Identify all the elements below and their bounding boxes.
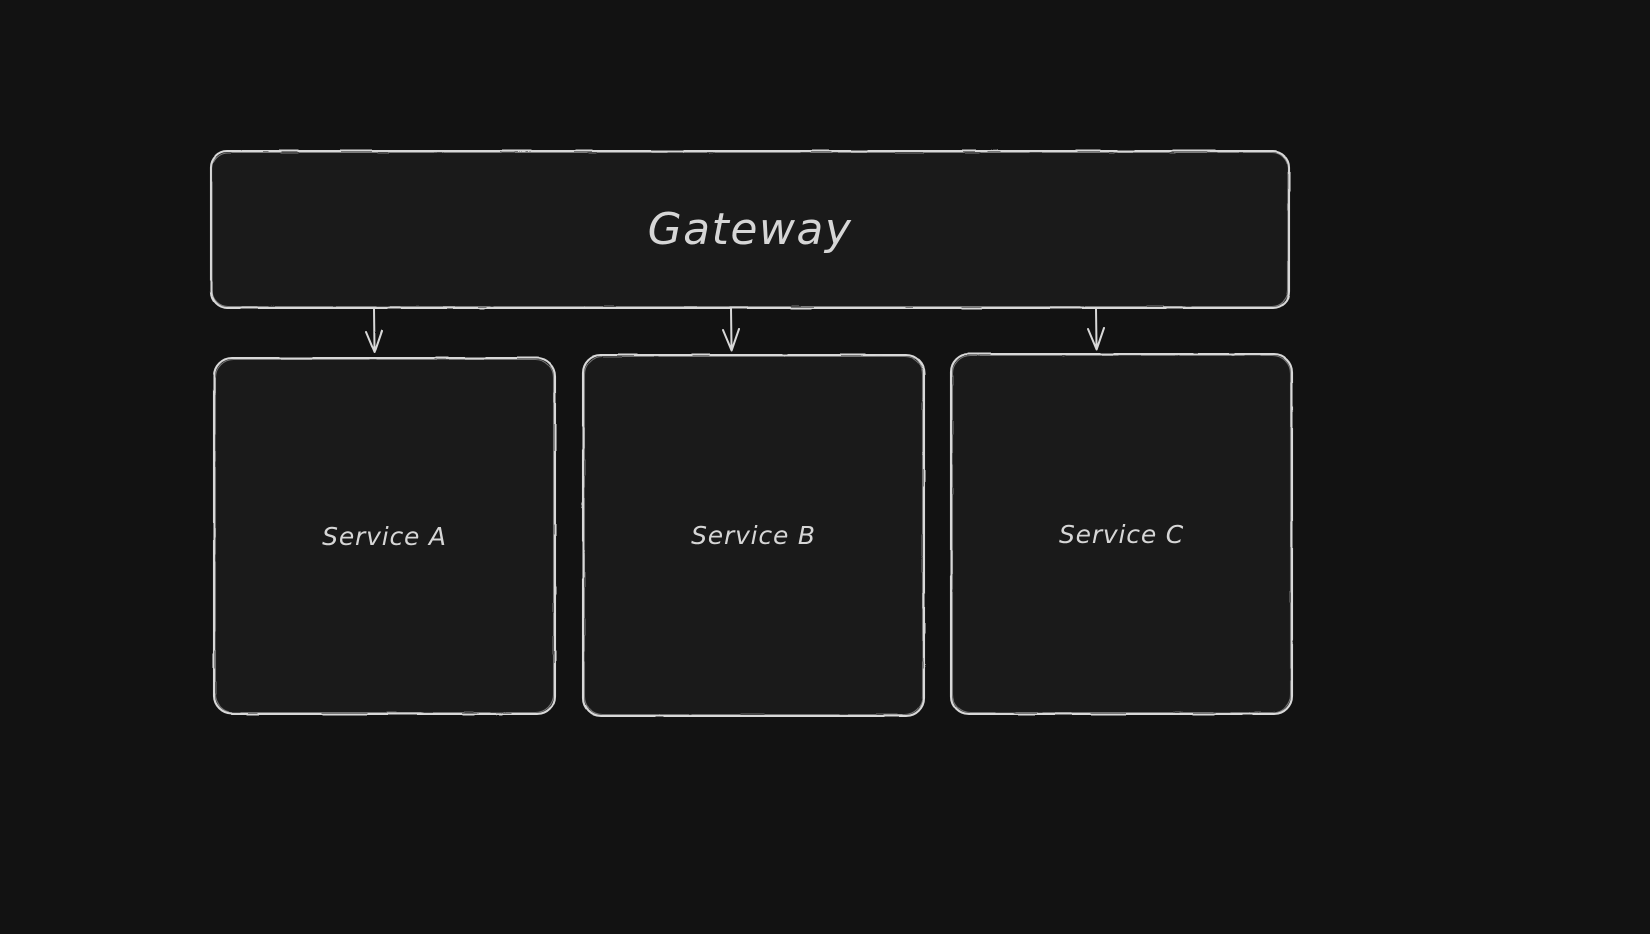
edge-gateway-service-a[interactable]: [365, 307, 383, 354]
node-service-a-outline-sketch: [214, 358, 555, 714]
node-service-c-fill: [951, 354, 1292, 714]
node-service-a[interactable]: [212, 356, 557, 716]
node-service-b-fill: [583, 355, 924, 716]
edge-gateway-service-b[interactable]: [722, 307, 740, 352]
node-service-b-outline-sketch: [583, 355, 924, 716]
edge-gateway-service-b-line: [730, 307, 733, 348]
node-gateway[interactable]: [209, 149, 1291, 310]
node-service-c-outline-sketch: [951, 354, 1292, 714]
node-gateway-fill: [211, 151, 1289, 308]
node-service-c[interactable]: [949, 352, 1294, 716]
node-service-a-outline: [212, 356, 557, 716]
edge-gateway-service-c-arrowhead: [1087, 327, 1105, 351]
node-gateway-outline-sketch: [211, 151, 1289, 308]
edge-gateway-service-c[interactable]: [1087, 307, 1105, 351]
edge-gateway-service-a-arrowhead: [365, 330, 383, 354]
edge-gateway-service-a-line: [373, 307, 376, 350]
node-service-c-outline: [949, 352, 1294, 716]
edge-gateway-service-b-arrowhead: [722, 328, 740, 352]
node-service-b[interactable]: [581, 353, 926, 718]
node-gateway-outline: [209, 149, 1291, 310]
node-service-b-outline: [581, 353, 926, 718]
edge-gateway-service-c-line: [1095, 307, 1098, 347]
node-service-a-fill: [214, 358, 555, 714]
